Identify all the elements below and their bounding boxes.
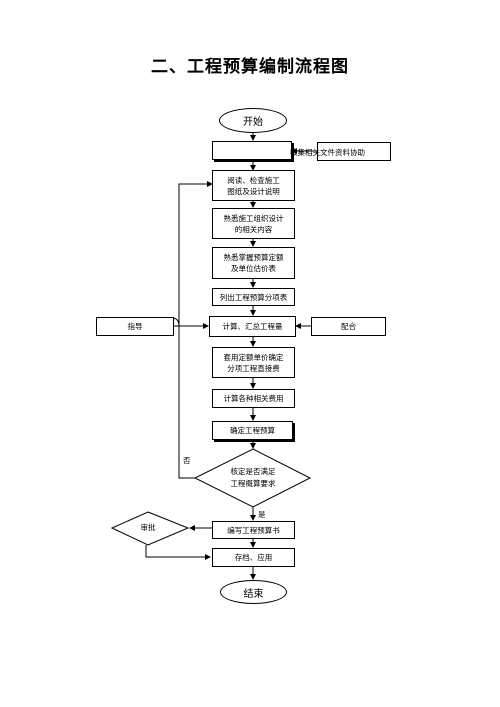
step-list-label: 列出工程预算分项表 [219, 292, 288, 302]
collect-box [212, 141, 292, 160]
step-calc-quantities: 计算、汇总工程量 [209, 316, 296, 337]
step-apply-line1: 套用定额单价确定 [223, 352, 284, 362]
guide-box: 指导 [96, 317, 174, 336]
step-calc-label: 计算、汇总工程量 [222, 322, 283, 331]
cooperate-box: 配合 [311, 317, 386, 336]
end-node: 结束 [220, 580, 287, 604]
start-node: 开始 [219, 108, 287, 133]
step-budget-quota: 熟悉掌握预算定额及单位估价表 [212, 247, 295, 279]
step-list-items: 列出工程预算分项表 [212, 288, 295, 306]
page-title: 二、工程预算编制流程图 [151, 57, 349, 77]
step-archive-label: 存档、应用 [234, 553, 273, 562]
decision-diamond [193, 448, 312, 508]
step-read-line2: 图纸及设计说明 [227, 186, 280, 196]
approve-label: 审批 [140, 523, 156, 532]
step-quota-line2: 及单位估价表 [231, 264, 276, 273]
guide-label: 指导 [127, 322, 143, 331]
step-construction-org: 熟悉施工组织设计的相关内容 [212, 208, 295, 239]
step-quota-line1: 熟悉掌握预算定额 [223, 253, 284, 262]
step-org-line2: 的相关内容 [234, 224, 273, 234]
no-label: 否 [183, 456, 191, 465]
step-org-line1: 熟悉施工组织设计 [223, 213, 284, 223]
decision-text: 核定是否满足 工程概算要求 [213, 466, 293, 490]
decision-line1: 核定是否满足 [230, 467, 276, 476]
start-label: 开始 [243, 117, 263, 128]
step-apply-unit-price: 套用定额单价确定分项工程直接费 [212, 347, 295, 378]
step-read-line1: 阅读、检查施工 [227, 175, 280, 185]
step-confirm-label: 确定工程预算 [230, 426, 275, 435]
cooperate-label: 配合 [341, 322, 356, 331]
collect-materials-box [317, 142, 391, 161]
approve-text: 审批 [128, 522, 168, 534]
step-write-label: 编写工程预算书 [227, 525, 280, 535]
step-calc-fees: 计算各种相关费用 [212, 389, 295, 408]
step-apply-line2: 分项工程直接费 [227, 363, 280, 373]
step-archive-apply: 存档、应用 [212, 548, 295, 567]
decision-line2: 工程概算要求 [230, 479, 276, 488]
approve-diamond [110, 511, 190, 546]
collect-materials-label: 收集相关文件资料协助 [290, 148, 365, 157]
yes-label: 是 [258, 510, 266, 519]
step-write-budget-book: 编写工程预算书 [212, 521, 295, 539]
step-confirm-budget: 确定工程预算 [212, 421, 293, 440]
step-fees-label: 计算各种相关费用 [223, 394, 284, 403]
step-read-drawings: 阅读、检查施工图纸及设计说明 [212, 170, 295, 201]
end-label: 结束 [243, 588, 264, 600]
